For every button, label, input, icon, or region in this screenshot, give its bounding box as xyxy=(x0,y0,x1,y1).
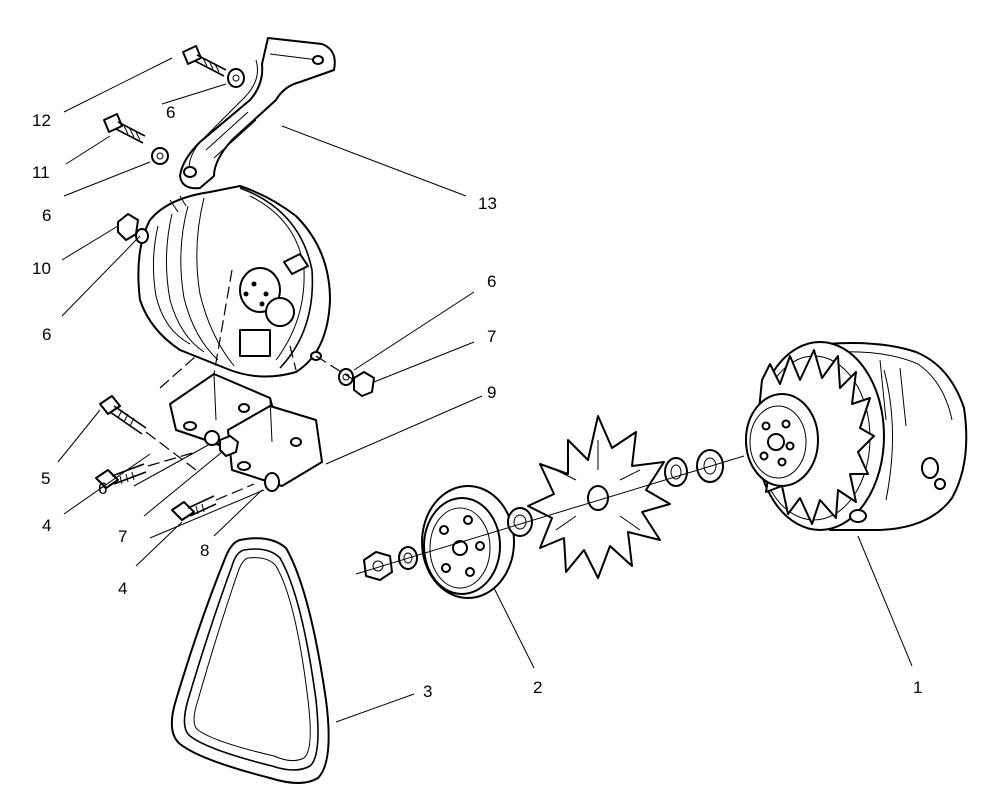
callout-12: 12 xyxy=(32,111,51,130)
callout-6c: 6 xyxy=(42,325,51,344)
spacer xyxy=(507,507,533,537)
bolt-4a xyxy=(95,451,197,489)
alternator-front-view xyxy=(745,341,968,531)
washer-6b xyxy=(151,147,169,165)
mounting-bracket xyxy=(169,373,323,492)
nut-10 xyxy=(117,213,149,244)
callout-7a: 7 xyxy=(487,327,496,346)
callout-13: 13 xyxy=(478,194,497,213)
callout-6b: 6 xyxy=(42,206,51,225)
drive-belt xyxy=(170,537,330,784)
nut-7a xyxy=(353,371,375,397)
bolt-12 xyxy=(182,45,227,77)
callout-6e: 6 xyxy=(98,479,107,498)
callout-2: 2 xyxy=(533,678,542,697)
callout-6a: 6 xyxy=(166,103,175,122)
callout-8: 8 xyxy=(200,541,209,560)
callout-4a: 4 xyxy=(42,516,51,535)
spacer-rear xyxy=(664,457,688,487)
washer-6c xyxy=(338,368,354,386)
bolt-11 xyxy=(103,113,146,144)
leader-lines xyxy=(57,57,913,723)
callout-labels: 1 2 3 4 4 5 6 6 6 6 6 7 7 8 9 10 11 12 1… xyxy=(32,103,922,701)
callout-4b: 4 xyxy=(118,579,127,598)
callout-9: 9 xyxy=(487,383,496,402)
washer-6a xyxy=(227,68,245,88)
nut-7b xyxy=(219,435,239,457)
callout-1: 1 xyxy=(913,678,922,697)
bolt-4b xyxy=(171,483,255,521)
callout-11: 11 xyxy=(32,163,50,182)
callout-6d: 6 xyxy=(487,272,496,291)
pulley-nut xyxy=(363,551,393,581)
pulley xyxy=(421,485,515,599)
callout-7b: 7 xyxy=(118,527,127,546)
callout-5: 5 xyxy=(41,469,50,488)
bolt-5 xyxy=(99,395,197,471)
fan xyxy=(527,415,671,579)
alternator-rear-view xyxy=(137,185,331,378)
callout-3: 3 xyxy=(423,682,432,701)
adjusting-link xyxy=(179,37,336,190)
washer-6d xyxy=(204,430,220,446)
callout-10: 10 xyxy=(32,259,51,278)
